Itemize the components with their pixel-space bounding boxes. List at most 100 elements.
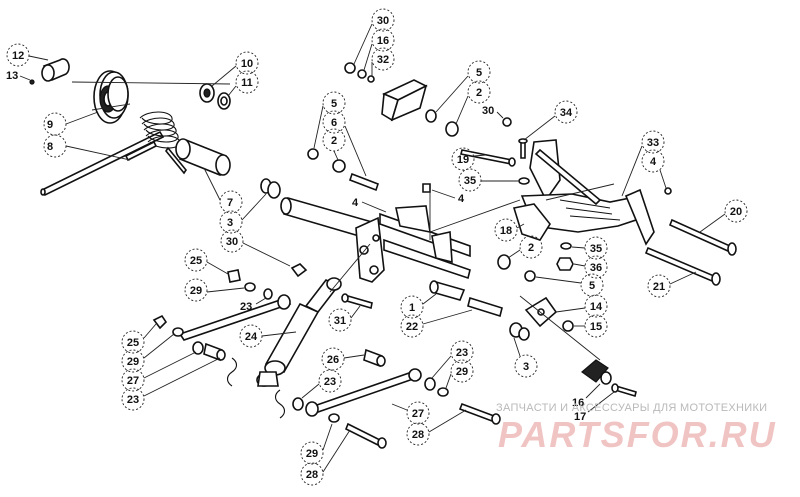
part-bushing-3a: [260, 178, 281, 199]
svg-text:8: 8: [47, 141, 53, 153]
part-spacer-6: [348, 172, 380, 192]
callout-10: 10: [211, 51, 259, 87]
callout-23-top: 23: [240, 297, 267, 313]
svg-text:17: 17: [574, 411, 586, 423]
part-bolt-21: [644, 246, 721, 286]
part-bolt-20: [668, 218, 737, 256]
callout-2-left: 2: [322, 128, 346, 161]
svg-text:27: 27: [412, 408, 424, 420]
svg-text:26: 26: [327, 354, 339, 366]
svg-text:27: 27: [127, 375, 139, 387]
callout-30-mid: 30: [482, 105, 504, 119]
part-bolt-5-right: [524, 270, 536, 282]
svg-text:30: 30: [377, 15, 389, 27]
svg-text:6: 6: [331, 117, 337, 129]
svg-text:18: 18: [500, 225, 512, 237]
callout-31: 31: [328, 305, 361, 332]
svg-text:30: 30: [482, 105, 494, 117]
part-rear-arm-33: [520, 139, 655, 246]
part-bushing-2-right: [497, 254, 511, 270]
callout-19: 19: [451, 147, 487, 171]
callout-23-mid: 23: [301, 369, 342, 399]
callout-4-right: 4: [641, 149, 667, 189]
part-bracket-18: [512, 203, 551, 241]
svg-text:3: 3: [523, 361, 529, 373]
watermark-logo: PARTSFOR.RU: [498, 414, 777, 455]
svg-text:23: 23: [324, 376, 336, 388]
svg-text:2: 2: [331, 135, 337, 147]
svg-text:2: 2: [528, 242, 534, 254]
callout-3-top: 3: [219, 193, 267, 234]
part-washer-35-top: [518, 177, 530, 185]
svg-text:23: 23: [240, 301, 252, 313]
callout-25-top: 25: [184, 248, 229, 275]
svg-text:5: 5: [589, 280, 595, 292]
svg-text:4: 4: [650, 156, 657, 168]
svg-text:31: 31: [334, 315, 346, 327]
part-spacer-26: [363, 348, 386, 368]
part-link-arm-lower: [305, 368, 422, 417]
callout-25-left: 25: [121, 323, 157, 354]
callout-21: 21: [647, 271, 697, 298]
callout-4-mid: 4: [431, 189, 465, 205]
part-nut-25-top: [227, 269, 241, 283]
callout-26: 26: [321, 347, 365, 371]
svg-text:34: 34: [560, 107, 573, 119]
svg-text:32: 32: [377, 54, 389, 66]
svg-text:25: 25: [127, 337, 139, 349]
part-shaft-22: [467, 296, 503, 318]
watermark-caption: ЗАПЧАСТИ И АКСЕССУАРЫ ДЛЯ МОТОТЕХНИКИ: [496, 402, 768, 414]
callout-16-lower: 16: [572, 383, 601, 409]
callout-2-top: 2: [455, 80, 491, 125]
callout-32: 32: [371, 47, 395, 77]
part-idler-wheel-9: [93, 70, 129, 124]
svg-text:4: 4: [458, 193, 465, 205]
part-washer-29-bottom: [328, 413, 340, 423]
svg-text:36: 36: [590, 262, 602, 274]
part-bolt-34: [518, 138, 528, 159]
part-grease-fitting-4: [422, 183, 431, 193]
svg-text:35: 35: [464, 175, 476, 187]
part-washer-15: [562, 320, 574, 332]
part-bushing-23-top-a: [263, 288, 273, 300]
callout-33: 33: [621, 130, 665, 197]
callout-5-top: 5: [435, 60, 491, 113]
callout-9: 9: [43, 111, 99, 136]
callout-4-left: 4: [352, 197, 387, 213]
svg-text:20: 20: [730, 206, 742, 218]
part-bushing-23-lower-b: [424, 377, 436, 391]
callout-2-right: 2: [507, 235, 543, 259]
svg-text:29: 29: [456, 366, 468, 378]
svg-text:2: 2: [476, 87, 482, 99]
part-washer-29-top: [244, 282, 256, 292]
part-clip-4-right: [664, 187, 672, 195]
part-bolt-28-right: [458, 402, 501, 425]
part-bushing-23-left: [192, 341, 204, 355]
svg-text:23: 23: [456, 347, 468, 359]
part-spring: [124, 111, 187, 175]
part-bolt-5-top: [425, 109, 437, 123]
callout-11: 11: [227, 70, 259, 97]
part-spring-clip-2: [274, 389, 286, 419]
callout-28-right: 28: [406, 409, 467, 446]
part-spring-clip: [226, 357, 238, 387]
svg-text:19: 19: [457, 154, 469, 166]
svg-text:28: 28: [306, 469, 318, 481]
svg-text:7: 7: [227, 197, 233, 209]
callout-1: 1: [400, 293, 437, 319]
part-bolt-28-bottom: [344, 422, 387, 449]
callout-3-lower: 3: [513, 337, 538, 378]
part-spacer-27-left: [203, 342, 226, 362]
callout-29-left: 29: [121, 333, 175, 373]
svg-text:3: 3: [227, 217, 233, 229]
svg-text:22: 22: [406, 321, 418, 333]
part-shock-absorber-24: [256, 277, 342, 387]
part-rod-8: [40, 130, 165, 197]
assembly-lines: [71, 81, 615, 361]
callout-18: 18: [494, 218, 525, 242]
part-washer-11: [217, 92, 231, 110]
part-front-arm-frame: [355, 205, 471, 283]
part-bolt-19: [460, 149, 516, 167]
callout-7: 7: [203, 167, 243, 214]
